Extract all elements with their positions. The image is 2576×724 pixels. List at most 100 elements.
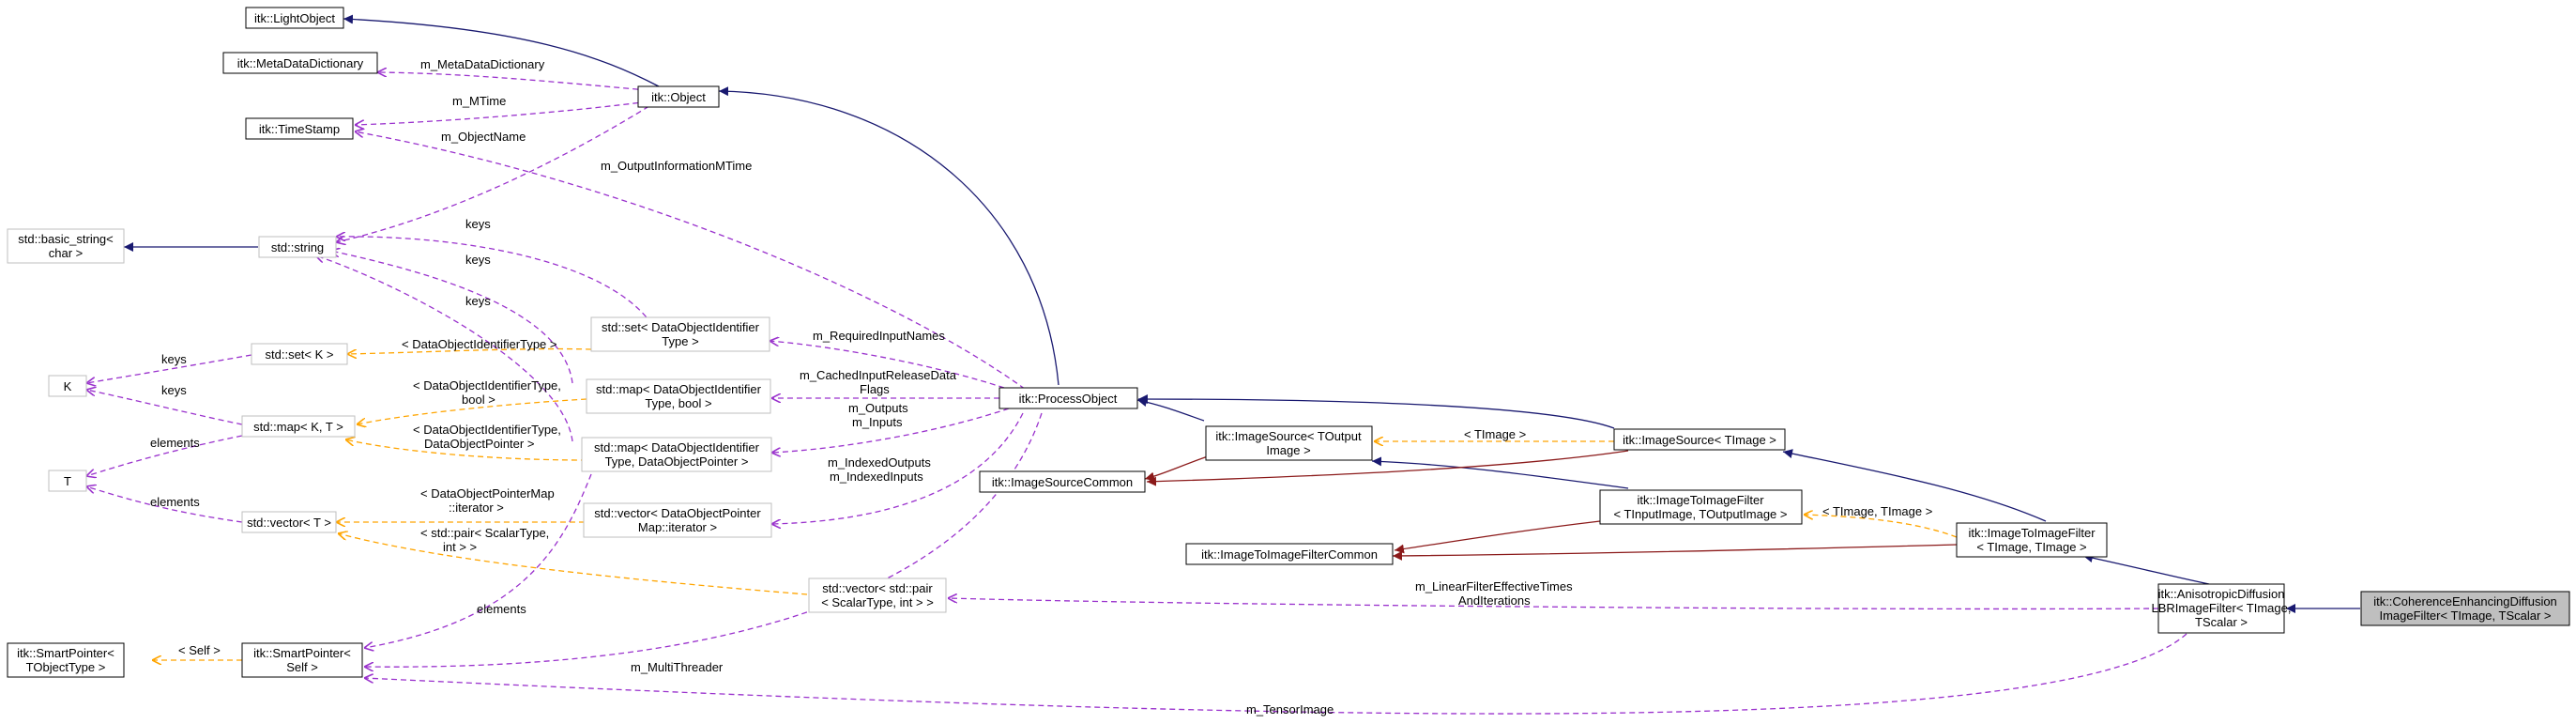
label-tpl-self: < Self >: [178, 643, 221, 657]
edge-vectorpair-to-vectort: [338, 533, 808, 595]
label-m-cachedinput: m_CachedInputReleaseData Flags: [800, 368, 960, 396]
label-m-outputinformationmtime: m_OutputInformationMTime: [601, 159, 752, 173]
svg-text:itk::ImageToImageFilter: itk::ImageToImageFilter: [1637, 493, 1764, 507]
node-std-set-k[interactable]: std::set< K >: [251, 343, 348, 365]
label-m-requiredinputnames: m_RequiredInputNames: [813, 329, 945, 343]
label-keys-map-ptr: keys: [465, 294, 491, 308]
svg-text:< TInputImage, TOutputImage >: < TInputImage, TOutputImage >: [1613, 507, 1787, 521]
node-itk-processobject[interactable]: itk::ProcessObject: [998, 387, 1138, 409]
svg-text:itk::ProcessObject: itk::ProcessObject: [1019, 392, 1118, 406]
svg-text:std::map< K, T >: std::map< K, T >: [253, 420, 343, 434]
edge-imagesourcetimage-to-imagesourcecommon: [1146, 450, 1629, 486]
node-std-vector-t[interactable]: std::vector< T >: [241, 511, 337, 533]
label-keys-set-k: keys: [161, 352, 187, 366]
node-itk-metadatadictionary[interactable]: itk::MetaDataDictionary: [222, 52, 378, 74]
node-itk-smartpointer-tobjecttype[interactable]: itk::SmartPointer< TObjectType >: [7, 642, 125, 678]
label-elements-vector: elements: [150, 495, 200, 509]
label-elements-smartptr: elements: [477, 602, 526, 616]
edge-mapdoidptr-to-smartptrself: [364, 473, 592, 648]
svg-text:std::string: std::string: [271, 240, 324, 254]
node-std-vector-dataobjectpointermap-iterator[interactable]: std::vector< DataObjectPointer Map::iter…: [583, 502, 772, 538]
edge-labels: m_MetaDataDictionary m_MTime m_ObjectNam…: [150, 57, 1932, 716]
label-m-mtime: m_MTime: [452, 94, 506, 108]
node-std-map-kt[interactable]: std::map< K, T >: [241, 415, 356, 438]
node-std-set-dataobjectidentifiertype[interactable]: std::set< DataObjectIdentifier Type >: [590, 316, 770, 352]
edge-mapdoidptr-to-string: [315, 255, 573, 442]
svg-text:TScalar >: TScalar >: [2195, 615, 2248, 629]
svg-text:char >: char >: [49, 246, 84, 260]
node-std-map-dataobjectidentifiertype-bool[interactable]: std::map< DataObjectIdentifier Type, boo…: [586, 378, 771, 414]
svg-text:itk::Object: itk::Object: [651, 90, 706, 104]
label-elements-map-kt: elements: [150, 436, 200, 450]
node-itk-anisotropicdiffusionlbrimagefilter[interactable]: itk::AnisotropicDiffusion LBRImageFilter…: [2152, 583, 2292, 634]
label-m-metadatadictionary: m_MetaDataDictionary: [420, 57, 545, 71]
edge-setk-to-k: [86, 354, 252, 383]
label-m-multithreader: m_MultiThreader: [631, 660, 724, 674]
node-itk-timestamp[interactable]: itk::TimeStamp: [245, 117, 354, 140]
svg-text:< ScalarType, int > >: < ScalarType, int > >: [821, 595, 934, 609]
node-itk-coherenceenhancingdiffusionimagefilter[interactable]: itk::CoherenceEnhancingDiffusion ImageFi…: [2360, 591, 2570, 626]
svg-text:itk::AnisotropicDiffusion: itk::AnisotropicDiffusion: [2158, 587, 2285, 601]
svg-text:std::basic_string<: std::basic_string<: [18, 232, 114, 246]
node-itk-imagesourcecommon[interactable]: itk::ImageSourceCommon: [979, 470, 1146, 493]
edge-object-to-timestamp: [355, 100, 658, 125]
svg-text:itk::ImageToImageFilterCommon: itk::ImageToImageFilterCommon: [1201, 547, 1378, 562]
svg-text:Type, DataObjectPointer >: Type, DataObjectPointer >: [605, 454, 749, 469]
edge-anisotropic-to-smartptrself: [364, 633, 2187, 715]
svg-text:itk::SmartPointer<: itk::SmartPointer<: [17, 646, 114, 660]
edge-imagesourcetimage-to-processobject: [1137, 394, 1615, 429]
svg-text:Map::iterator >: Map::iterator >: [638, 520, 717, 534]
svg-text:itk::ImageSource< TOutput: itk::ImageSource< TOutput: [1215, 429, 1362, 443]
label-tpl-doid-type: < DataObjectIdentifierType >: [402, 337, 556, 351]
svg-text:ImageFilter< TImage, TScalar >: ImageFilter< TImage, TScalar >: [2379, 608, 2551, 623]
edge-vectort-to-t: [86, 486, 243, 523]
node-std-vector-pair-scalartype-int[interactable]: std::vector< std::pair < ScalarType, int…: [808, 578, 947, 613]
edge-processobject-to-mapdoidptr: [771, 408, 1010, 453]
node-itk-imagetoimagefilter-tinputimage-toutputimage[interactable]: itk::ImageToImageFilter < TInputImage, T…: [1599, 489, 1803, 525]
node-std-string[interactable]: std::string: [258, 236, 337, 258]
svg-text:itk::ImageToImageFilter: itk::ImageToImageFilter: [1968, 526, 2096, 540]
node-itk-object[interactable]: itk::Object: [637, 85, 720, 108]
node-itk-imagetoimagefiltercommon[interactable]: itk::ImageToImageFilterCommon: [1185, 543, 1394, 565]
label-tpl-pair: < std::pair< ScalarType, int > >: [420, 526, 553, 554]
node-itk-smartpointer-self[interactable]: itk::SmartPointer< Self >: [241, 642, 363, 678]
svg-text:std::vector< T >: std::vector< T >: [247, 516, 331, 530]
label-m-objectname: m_ObjectName: [441, 130, 526, 144]
edge-mapkt-to-k: [86, 390, 243, 425]
node-std-map-dataobjectidentifiertype-dataobjectpointer[interactable]: std::map< DataObjectIdentifier Type, Dat…: [581, 437, 772, 472]
edge-itiftimage-to-itifcommon: [1392, 544, 1958, 561]
label-tpl-doid-ptr: < DataObjectIdentifierType, DataObjectPo…: [413, 423, 565, 451]
edge-object-to-string: [336, 100, 658, 242]
edge-itiftimage-to-itiftintout: [1804, 515, 1958, 538]
label-keys-map-bool: keys: [465, 253, 491, 267]
node-k[interactable]: K: [48, 375, 87, 397]
edge-itiftintout-to-imagesourcetout: [1371, 456, 1629, 489]
node-itk-imagesource-toutputimage[interactable]: itk::ImageSource< TOutput Image >: [1205, 425, 1373, 461]
edge-mapdoidbool-to-mapkt: [357, 398, 587, 424]
node-std-basic-string[interactable]: std::basic_string< char >: [7, 228, 125, 264]
label-m-linearfilter: m_LinearFilterEffectiveTimes AndIteratio…: [1415, 579, 1576, 608]
node-itk-imagesource-timage[interactable]: itk::ImageSource< TImage >: [1613, 428, 1786, 451]
svg-text:std::vector< DataObjectPointer: std::vector< DataObjectPointer: [594, 506, 761, 520]
svg-text:itk::ImageSource< TImage >: itk::ImageSource< TImage >: [1623, 433, 1776, 447]
label-m-tensorimage: m_TensorImage: [1246, 702, 1334, 716]
svg-text:std::vector< std::pair: std::vector< std::pair: [822, 581, 933, 595]
node-t[interactable]: T: [48, 470, 87, 492]
node-itk-imagetoimagefilter-timage-timage[interactable]: itk::ImageToImageFilter < TImage, TImage…: [1956, 522, 2108, 558]
svg-text:K: K: [64, 379, 72, 393]
svg-text:itk::TimeStamp: itk::TimeStamp: [259, 122, 340, 136]
edge-setdoid-to-setk: [347, 347, 592, 354]
svg-text:LBRImageFilter< TImage,: LBRImageFilter< TImage,: [2152, 601, 2292, 615]
label-m-indexed: m_IndexedOutputs m_IndexedInputs: [828, 455, 934, 484]
label-tpl-doid-bool: < DataObjectIdentifierType, bool >: [413, 378, 565, 407]
svg-text:< TImage, TImage >: < TImage, TImage >: [1976, 540, 2086, 554]
edge-object-to-metadatadictionary: [377, 72, 658, 92]
svg-text:itk::LightObject: itk::LightObject: [254, 11, 335, 25]
svg-text:T: T: [64, 474, 71, 488]
edge-anisotropic-to-vectorpair: [948, 598, 2159, 610]
edge-processobject-to-vectordopm: [771, 412, 1024, 524]
node-itk-lightobject[interactable]: itk::LightObject: [245, 7, 344, 29]
edges: [86, 14, 2360, 715]
edge-imagesourcetout-to-imagesourcecommon: [1144, 454, 1212, 482]
label-tpl-dopm-iter: < DataObjectPointerMap ::iterator >: [420, 486, 557, 515]
